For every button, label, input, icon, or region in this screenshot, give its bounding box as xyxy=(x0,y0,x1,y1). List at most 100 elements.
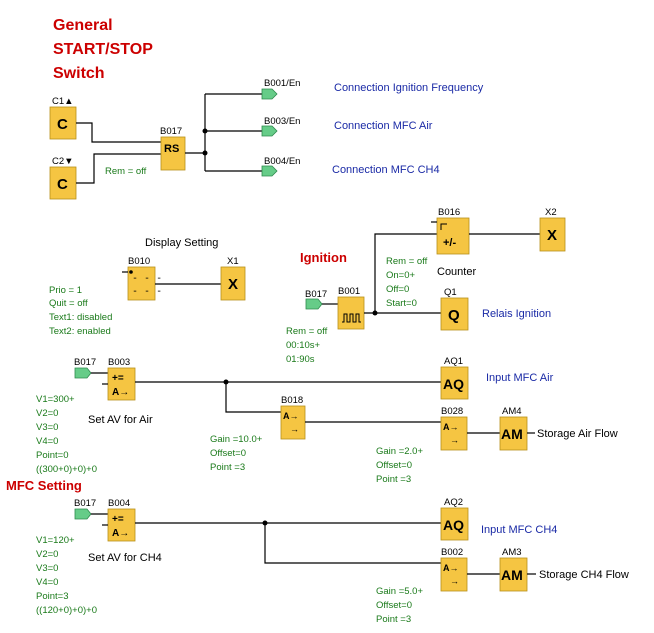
title-mfc-setting: MFC Setting xyxy=(6,478,82,493)
counter-block-label: B016 xyxy=(438,207,460,218)
c2-symbol: C xyxy=(57,176,68,193)
air-in-connector[interactable] xyxy=(74,367,92,379)
air-block[interactable] xyxy=(107,367,136,401)
gen-param-3: 01:90s xyxy=(286,354,315,365)
am3-desc: Storage CH4 Flow xyxy=(539,569,629,581)
ch4-sym-top: += xyxy=(112,514,124,525)
ch4-param-1: V1=120+ xyxy=(36,535,75,546)
q1-symbol: Q xyxy=(448,307,460,324)
ch4-param-5: Point=3 xyxy=(36,591,69,602)
ch4-param-2: V2=0 xyxy=(36,549,58,560)
title-start-stop: START/STOP xyxy=(53,41,153,58)
ign-in-label: B017 xyxy=(305,289,327,300)
display-param-3: Text1: disabled xyxy=(49,312,112,323)
display-param-1: Prio = 1 xyxy=(49,285,82,296)
x1-block[interactable] xyxy=(220,266,246,301)
display-block-dashes-2: - - - xyxy=(132,286,162,297)
display-block-label: B010 xyxy=(128,256,150,267)
q1-desc: Relais Ignition xyxy=(482,308,551,320)
amp-b018-sym-bot: → xyxy=(290,424,299,434)
q1-block[interactable] xyxy=(440,297,469,331)
c1-label: C1▲ xyxy=(52,96,74,107)
counter-param-1: Rem = off xyxy=(386,256,428,267)
amp-b018-param-2: Offset=0 xyxy=(210,448,246,459)
x2-symbol: X xyxy=(547,227,557,244)
amp-b002-sym-bot: → xyxy=(450,576,459,586)
out2-label: B003/En xyxy=(264,116,300,127)
am4-block[interactable] xyxy=(499,416,528,451)
connector-b001-en[interactable] xyxy=(261,88,278,100)
c1-block[interactable] xyxy=(49,106,77,140)
connector-b003-en[interactable] xyxy=(261,125,278,137)
aq1-block[interactable] xyxy=(440,366,469,400)
display-block-dashes-1: - - - xyxy=(132,273,162,284)
display-block[interactable] xyxy=(127,266,156,301)
amp-b028-param-3: Point =3 xyxy=(376,474,411,485)
c2-label: C2▼ xyxy=(52,156,74,167)
ch4-in-label: B017 xyxy=(74,498,96,509)
amp-b028-sym-top: A→ xyxy=(443,422,459,432)
amp-b002-block[interactable] xyxy=(440,557,468,592)
ch4-caption: Set AV for CH4 xyxy=(88,552,162,564)
junction-air xyxy=(223,379,229,385)
counter-caption: Counter xyxy=(437,266,476,278)
aq1-symbol: AQ xyxy=(443,376,464,392)
junction-top-1 xyxy=(202,128,208,134)
rs-symbol: RS xyxy=(164,143,179,155)
display-block-dot xyxy=(129,270,133,274)
junction-ignition xyxy=(372,310,378,316)
aq2-symbol: AQ xyxy=(443,517,464,533)
connector-b004-en[interactable] xyxy=(261,165,278,177)
title-general: General xyxy=(53,17,113,34)
q1-label: Q1 xyxy=(444,287,457,298)
air-param-4: V4=0 xyxy=(36,436,58,447)
ch4-sym-bot: A→ xyxy=(112,528,129,539)
x2-block[interactable] xyxy=(539,217,566,252)
amp-b028-block[interactable] xyxy=(440,416,468,451)
amp-b018-block[interactable] xyxy=(280,405,306,440)
ch4-block[interactable] xyxy=(107,508,136,542)
c1-symbol: C xyxy=(57,116,68,133)
wire-ch4-branch xyxy=(264,523,441,564)
air-in-label: B017 xyxy=(74,357,96,368)
amp-b028-param-1: Gain =2.0+ xyxy=(376,446,423,457)
amp-b002-param-2: Offset=0 xyxy=(376,600,412,611)
aq2-block[interactable] xyxy=(440,507,469,541)
am3-block[interactable] xyxy=(499,557,528,592)
out3-label: B004/En xyxy=(264,156,300,167)
gen-block[interactable] xyxy=(337,296,365,330)
air-param-1: V1=300+ xyxy=(36,394,75,405)
gen-param-2: 00:10s+ xyxy=(286,340,321,351)
amp-b018-param-1: Gain =10.0+ xyxy=(210,434,263,445)
desc-mfc-air: Connection MFC Air xyxy=(334,120,433,132)
wire-c2-rs xyxy=(76,153,161,184)
pulse-symbol xyxy=(342,313,361,323)
aq2-desc: Input MFC CH4 xyxy=(481,524,557,536)
am4-symbol: AM xyxy=(501,426,523,442)
x1-label: X1 xyxy=(227,256,239,267)
wire-gen-counter xyxy=(374,233,437,313)
amp-b002-param-1: Gain =5.0+ xyxy=(376,586,423,597)
x1-symbol: X xyxy=(228,276,238,293)
c2-block[interactable] xyxy=(49,166,77,200)
aq1-label: AQ1 xyxy=(444,356,463,367)
title-ignition: Ignition xyxy=(300,250,347,265)
ign-in-connector[interactable] xyxy=(305,298,323,310)
amp-b018-sym-top: A→ xyxy=(283,411,299,421)
air-sym-top: += xyxy=(112,373,124,384)
desc-ignition-frequency: Connection Ignition Frequency xyxy=(334,82,484,94)
am4-desc: Storage Air Flow xyxy=(537,428,618,440)
air-param-5: Point=0 xyxy=(36,450,69,461)
counter-param-3: Off=0 xyxy=(386,284,409,295)
counter-edge-symbol xyxy=(440,223,447,230)
air-caption: Set AV for Air xyxy=(88,414,153,426)
junction-top-2 xyxy=(202,150,208,156)
ch4-in-connector[interactable] xyxy=(74,508,92,520)
amp-b028-sym-bot: → xyxy=(450,435,459,445)
wire-c1-rs xyxy=(76,122,161,143)
amp-b018-label: B018 xyxy=(281,395,303,406)
air-param-2: V2=0 xyxy=(36,408,58,419)
rs-block[interactable] xyxy=(160,136,186,171)
amp-b002-sym-top: A→ xyxy=(443,563,459,573)
